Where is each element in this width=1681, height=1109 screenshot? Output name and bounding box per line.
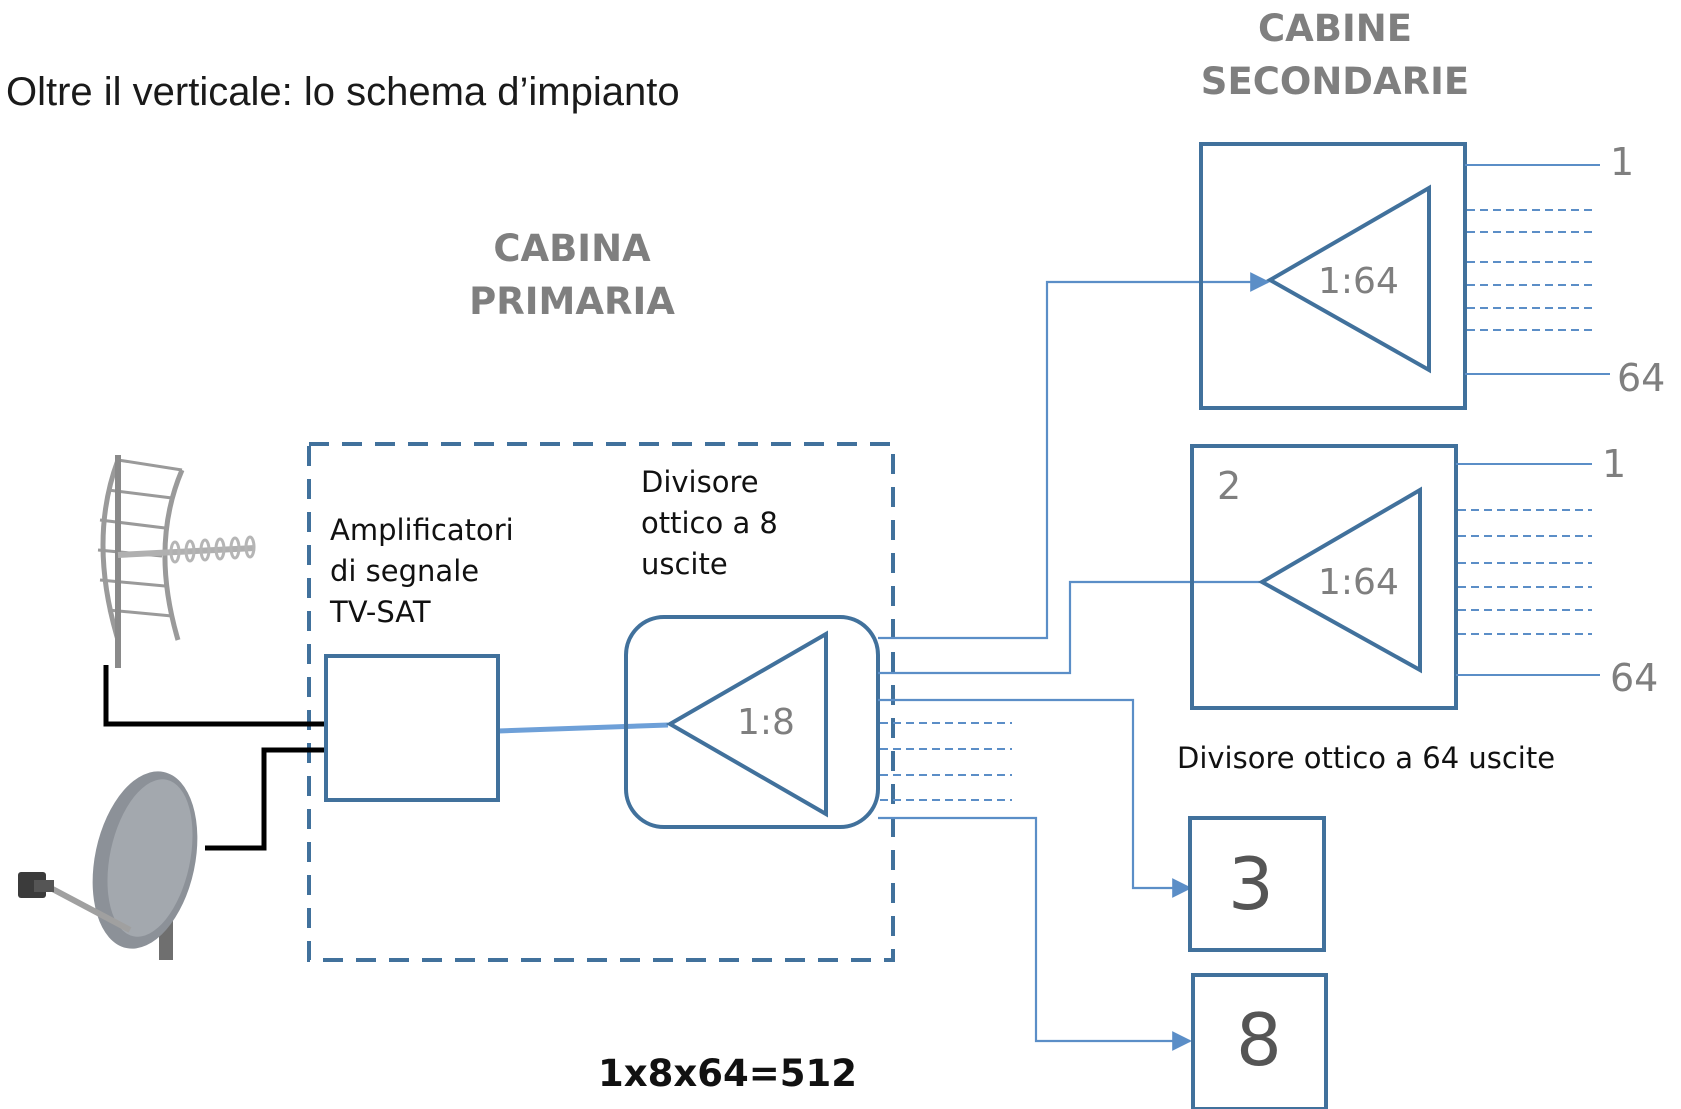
cabin-2-number: 2: [1217, 464, 1242, 508]
cabin-1-output-last: 64: [1617, 356, 1666, 400]
amplifier-box: [324, 654, 500, 802]
cabin-8-number: 8: [1236, 998, 1282, 1082]
amplifier-label: Amplificatori di segnale TV-SAT: [330, 513, 514, 629]
splitter-8-label: Divisore ottico a 8 uscite: [641, 465, 778, 581]
dish-cable: [205, 747, 325, 851]
antenna-cable: [103, 665, 325, 727]
link-to-cabin-8: [878, 816, 1192, 1051]
cabin-8-box: [1191, 973, 1328, 1109]
cabin-3-box: [1188, 816, 1326, 952]
link-to-cabin-2: [878, 580, 1262, 675]
cabin-2-triangle: [1257, 486, 1422, 674]
splitter-8-box: [624, 615, 880, 829]
secondary-cabins-heading: CABINE SECONDARIE: [1200, 7, 1470, 103]
page-title: Oltre il verticale: lo schema d’impianto: [6, 70, 680, 114]
cabin-2-dashed-outputs: [1458, 509, 1592, 635]
cabin-2-ratio: 1:64: [1318, 562, 1399, 603]
cabin-2-box: [1190, 444, 1458, 710]
cabin-2-output-last: 64: [1610, 656, 1659, 700]
link-to-cabin-3: [878, 698, 1192, 898]
tv-antenna-icon: [97, 455, 256, 668]
splitter-8-triangle: [665, 630, 828, 818]
cabin-1-ratio: 1:64: [1318, 261, 1399, 302]
cabin-1-box: [1199, 142, 1467, 410]
link-to-cabin-1: [878, 272, 1270, 640]
capacity-formula: 1x8x64=512: [598, 1052, 857, 1095]
cabin-1-output-first: 1: [1610, 140, 1635, 184]
cabin-1-dashed-outputs: [1467, 209, 1597, 331]
splitter-8-ratio: 1:8: [737, 702, 795, 743]
splitter-8-dashed-outputs: [880, 722, 1012, 801]
satellite-dish-icon: [18, 771, 198, 960]
primary-cabin-border: [307, 442, 895, 962]
splitter-64-label: Divisore ottico a 64 uscite: [1177, 741, 1556, 775]
cabin-1-triangle: [1265, 184, 1431, 374]
primary-cabin-heading: CABINA PRIMARIA: [469, 227, 675, 323]
cabin-2-output-first: 1: [1602, 442, 1627, 486]
amp-to-splitter-line: [497, 722, 669, 734]
cabin-3-number: 3: [1228, 842, 1274, 926]
